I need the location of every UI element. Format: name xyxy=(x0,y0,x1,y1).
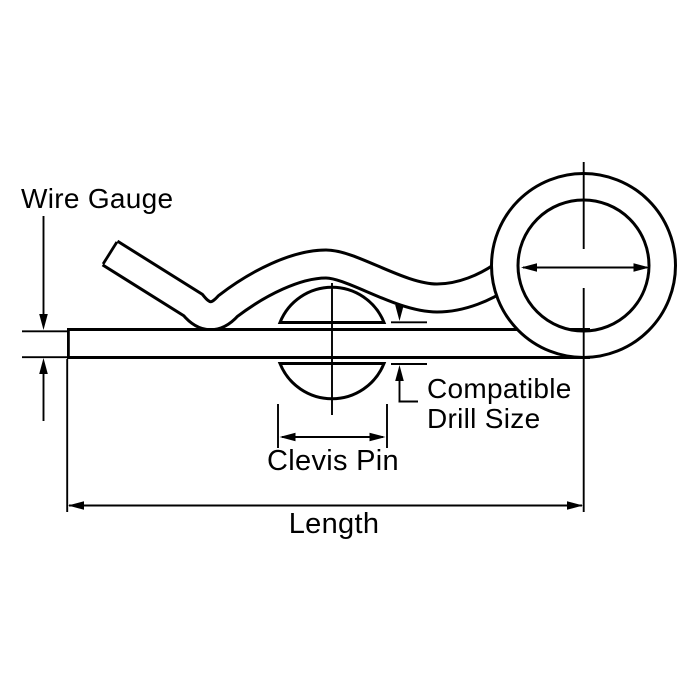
dim-compatible-drill-size xyxy=(391,303,427,403)
arrowhead-right-icon xyxy=(369,432,386,442)
length-label: Length xyxy=(288,508,380,540)
r-clip-loop-ring xyxy=(490,172,678,359)
center-lines xyxy=(331,162,585,512)
compatible-drill-size-label-line2: Drill Size xyxy=(427,403,541,434)
wire-end-caps xyxy=(67,241,119,359)
wire-gauge-label: Wire Gauge xyxy=(21,183,174,214)
arrowhead-left-icon xyxy=(279,432,296,442)
compatible-drill-size-label-line1: Compatible xyxy=(427,373,572,404)
arrowhead-down-icon xyxy=(39,314,48,330)
wavy-leg-end-cap xyxy=(101,241,119,265)
clevis-pin-cross-section xyxy=(277,285,387,401)
arrowhead-left-icon xyxy=(521,263,537,272)
arrowhead-up-icon xyxy=(39,358,48,374)
arrowhead-down-icon xyxy=(395,305,404,321)
dim-length xyxy=(66,359,583,512)
dim-clevis-pin xyxy=(277,404,388,448)
arrowhead-left-icon xyxy=(68,501,84,510)
r-clip-wavy-leg xyxy=(101,239,511,332)
arrowhead-right-icon xyxy=(633,263,650,272)
compatible-drill-size-label: Compatible Drill Size xyxy=(427,374,572,434)
dim-loop-inner-diameter xyxy=(521,263,650,272)
dim-wire-gauge xyxy=(22,216,67,421)
clevis-pin-label: Clevis Pin xyxy=(267,445,399,477)
arrowhead-up-icon xyxy=(395,365,404,381)
arrowhead-right-icon xyxy=(567,501,583,510)
